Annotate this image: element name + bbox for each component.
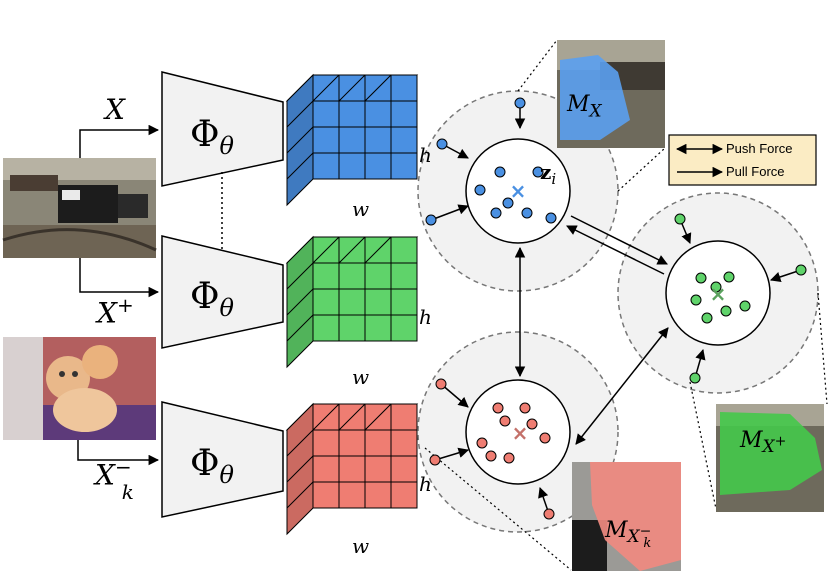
force-arrows bbox=[514, 215, 669, 445]
cube-anchor-height-label: h bbox=[419, 143, 432, 167]
feature-map-anchor bbox=[285, 73, 419, 207]
cube-grid-line bbox=[364, 74, 392, 102]
embedding-point-red bbox=[503, 452, 515, 464]
mask-positive-label: MX+ bbox=[740, 428, 787, 458]
anchor-embedding-label: zi bbox=[540, 160, 557, 188]
positive-input-label: X+ bbox=[97, 293, 134, 330]
embedding-point-green bbox=[723, 271, 735, 283]
embedding-point-blue bbox=[532, 166, 544, 178]
cube-grid-line bbox=[286, 100, 314, 128]
embedding-point-red bbox=[435, 378, 447, 390]
mask-anchor-label: MX bbox=[567, 92, 602, 122]
cube-grid-line bbox=[286, 455, 314, 483]
kitten-photo bbox=[3, 337, 156, 440]
encoder-bottom bbox=[161, 401, 284, 518]
centroid-positive: × bbox=[710, 282, 727, 306]
legend-box bbox=[668, 134, 817, 186]
mask-anchor bbox=[557, 40, 665, 148]
cube-grid-line bbox=[338, 236, 366, 264]
encoder-top bbox=[161, 71, 284, 187]
zoom-lines bbox=[424, 39, 828, 571]
cube-grid-line bbox=[338, 74, 366, 102]
cube-grid-line bbox=[286, 314, 314, 342]
cube-positive-width-label: w bbox=[352, 365, 370, 389]
input-connectors bbox=[77, 124, 160, 466]
embedding-point-green bbox=[701, 312, 713, 324]
embedding-point-blue bbox=[494, 166, 506, 178]
embedding-point-green bbox=[689, 372, 701, 384]
embedding-point-blue bbox=[502, 197, 514, 209]
embedding-points bbox=[425, 97, 807, 520]
embedding-point-blue bbox=[474, 184, 486, 196]
cube-grid-line bbox=[286, 262, 314, 290]
encoder-middle bbox=[161, 235, 284, 349]
cube-negative-width-label: w bbox=[352, 534, 370, 558]
embedding-point-red bbox=[485, 450, 497, 462]
embedding-point-red bbox=[539, 432, 551, 444]
embedding-point-blue bbox=[436, 138, 448, 150]
embedding-point-red bbox=[543, 508, 555, 520]
cube-positive-height-label: h bbox=[419, 305, 432, 329]
embedding-point-green bbox=[674, 213, 686, 225]
embedding-point-green bbox=[710, 281, 722, 293]
cube-grid-line bbox=[286, 429, 314, 457]
encoder-middle-label: Φθ bbox=[190, 276, 234, 323]
embedding-point-blue bbox=[425, 214, 437, 226]
embedding-point-green bbox=[720, 305, 732, 317]
embedding-point-red bbox=[519, 402, 531, 414]
embedding-point-blue bbox=[514, 97, 526, 109]
embedding-point-green bbox=[739, 300, 751, 312]
mask-positive bbox=[716, 404, 824, 512]
embedding-point-red bbox=[492, 402, 504, 414]
embedding-point-red bbox=[526, 418, 538, 430]
negative-input-label: X−k bbox=[95, 455, 134, 504]
cube-negative-height-label: h bbox=[419, 472, 432, 496]
embedding-point-blue bbox=[545, 212, 557, 224]
anchor-input-label: X bbox=[105, 93, 125, 126]
push-force-label: Push Force bbox=[726, 141, 793, 156]
cube-grid-line bbox=[286, 288, 314, 316]
embedding-point-red bbox=[429, 454, 441, 466]
embedding-point-red bbox=[499, 415, 511, 427]
mask-negative bbox=[572, 462, 681, 571]
cube-grid-line bbox=[312, 74, 340, 102]
centroid-negative: × bbox=[512, 421, 529, 445]
pull-force-label: Pull Force bbox=[726, 164, 785, 179]
cube-grid-line bbox=[286, 481, 314, 509]
embedding-point-blue bbox=[490, 207, 502, 219]
cube-grid-line bbox=[364, 403, 392, 431]
feature-map-positive bbox=[285, 235, 419, 369]
cube-grid-line bbox=[286, 152, 314, 180]
feature-map-negative bbox=[285, 402, 419, 536]
embedding-point-green bbox=[690, 294, 702, 306]
train-photo bbox=[2, 158, 157, 258]
cube-grid-line bbox=[338, 403, 366, 431]
cube-grid-line bbox=[312, 236, 340, 264]
cube-grid-line bbox=[286, 126, 314, 154]
embedding-point-blue bbox=[521, 207, 533, 219]
encoder-bottom-label: Φθ bbox=[190, 443, 234, 490]
mask-negative-label: MX−k bbox=[605, 518, 652, 551]
embedding-point-green bbox=[795, 264, 807, 276]
embedding-point-green bbox=[695, 272, 707, 284]
centroid-anchor: × bbox=[510, 179, 527, 203]
embedding-point-red bbox=[476, 437, 488, 449]
cube-grid-line bbox=[312, 403, 340, 431]
cube-anchor-width-label: w bbox=[352, 197, 370, 221]
point-arrows bbox=[430, 103, 802, 515]
cube-grid-line bbox=[364, 236, 392, 264]
encoder-top-label: Φθ bbox=[190, 114, 234, 161]
